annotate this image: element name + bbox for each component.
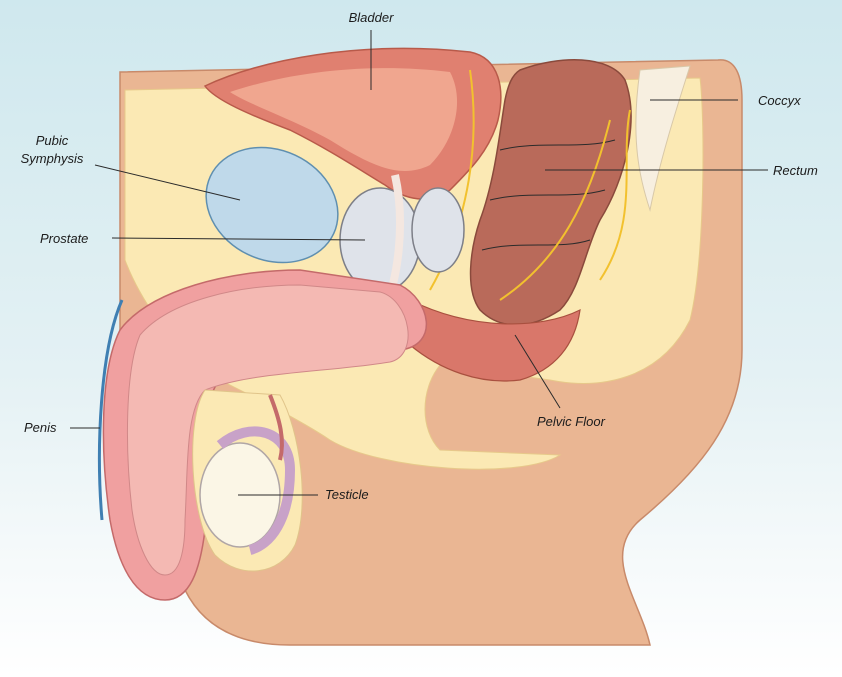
label-pubic-symphysis-2: Symphysis: [21, 151, 84, 166]
label-rectum: Rectum: [773, 163, 818, 178]
label-testicle: Testicle: [325, 487, 369, 502]
label-pubic-symphysis-1: Pubic: [36, 133, 69, 148]
label-bladder: Bladder: [349, 10, 394, 25]
label-coccyx: Coccyx: [758, 93, 801, 108]
seminal-vesicle: [412, 188, 464, 272]
label-pelvic-floor: Pelvic Floor: [537, 414, 606, 429]
label-prostate: Prostate: [40, 231, 88, 246]
label-penis: Penis: [24, 420, 57, 435]
